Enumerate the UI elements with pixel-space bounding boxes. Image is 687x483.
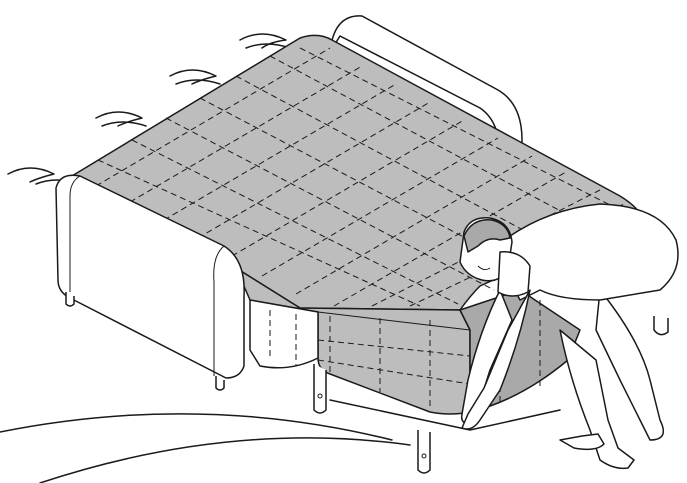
motion-arcs bbox=[0, 414, 410, 483]
